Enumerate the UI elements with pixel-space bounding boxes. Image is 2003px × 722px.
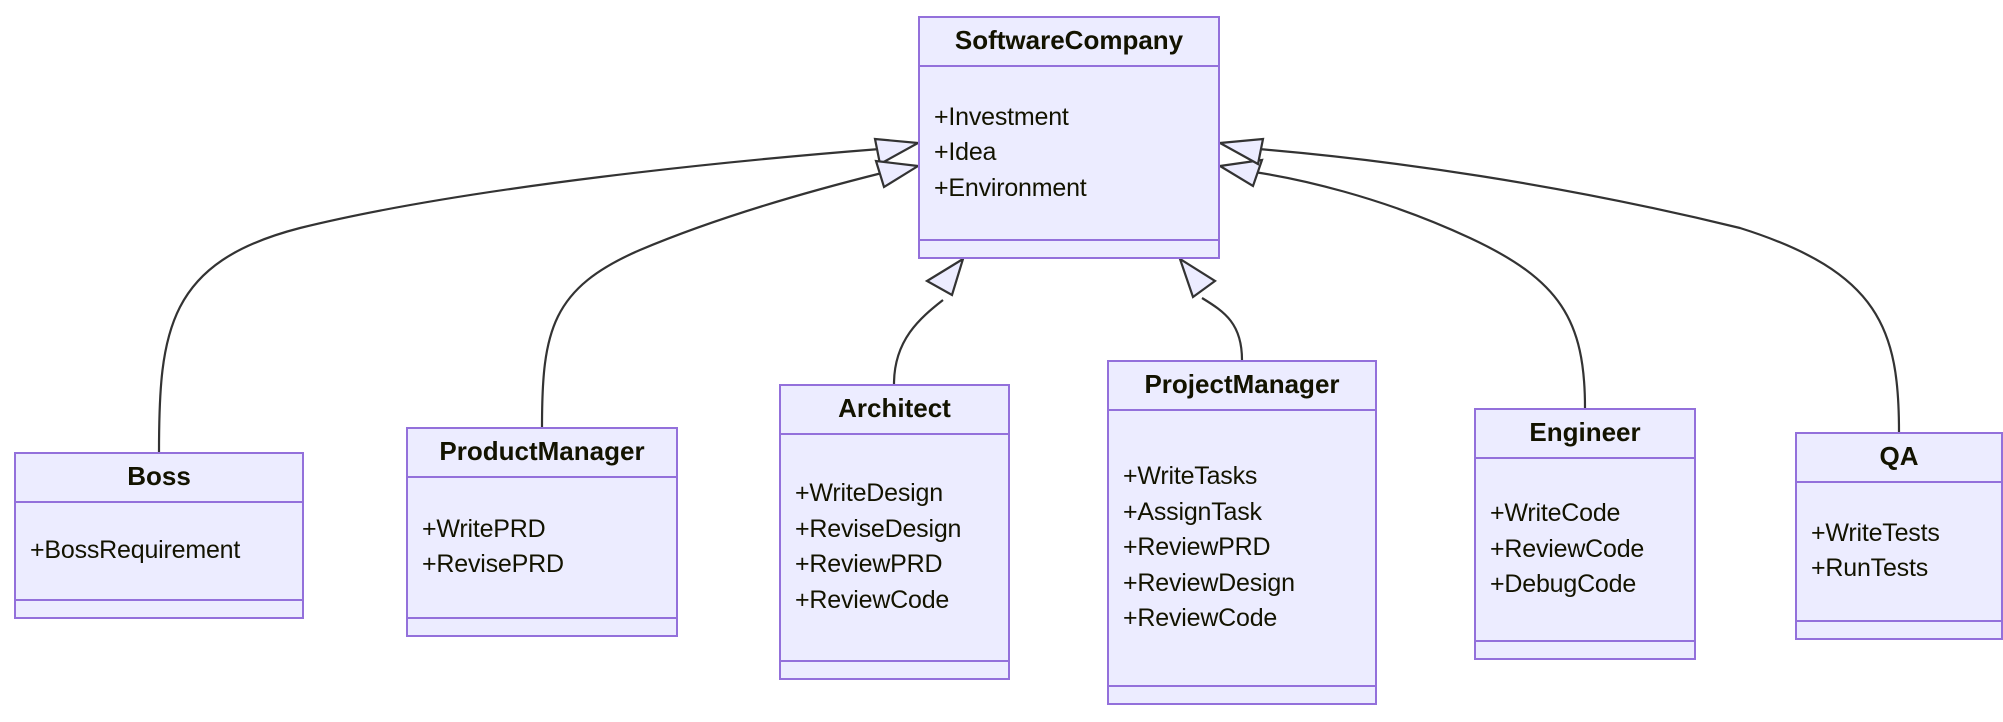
class-title-architect: Architect xyxy=(781,386,1008,435)
class-attributes-architect: +WriteDesign +ReviseDesign +ReviewPRD +R… xyxy=(781,435,1008,662)
class-methods-software-company xyxy=(920,241,1218,257)
class-attribute: +ReviewPRD xyxy=(795,550,943,579)
class-attributes-qa: +WriteTests +RunTests xyxy=(1797,483,2001,622)
class-node-architect[interactable]: Architect +WriteDesign +ReviseDesign +Re… xyxy=(779,384,1010,680)
class-attribute: +WriteTasks xyxy=(1123,462,1258,491)
class-attribute: +WriteDesign xyxy=(795,479,943,508)
edge-boss-to-softwarecompany xyxy=(157,147,881,453)
edge-architect-to-softwarecompany xyxy=(892,299,944,385)
class-attribute: +ReviewDesign xyxy=(1123,568,1295,597)
class-node-qa[interactable]: QA +WriteTests +RunTests xyxy=(1795,432,2003,640)
arrowhead-projectmanager xyxy=(1177,256,1217,299)
class-title-project-manager: ProjectManager xyxy=(1109,362,1375,411)
class-title-software-company: SoftwareCompany xyxy=(920,18,1218,67)
class-methods-qa xyxy=(1797,622,2001,638)
class-attribute: +AssignTask xyxy=(1123,497,1262,526)
class-attribute: +ReviewCode xyxy=(1123,604,1278,633)
class-attribute: +Idea xyxy=(934,138,997,167)
class-attribute: +ReviewPRD xyxy=(1123,533,1271,562)
class-methods-engineer xyxy=(1476,642,1694,658)
class-attribute: +ReviseDesign xyxy=(795,514,962,543)
class-title-qa: QA xyxy=(1797,434,2001,483)
class-attribute: +ReviewCode xyxy=(795,585,950,614)
arrowhead-qa xyxy=(1216,137,1265,166)
edge-projectmanager-to-softwarecompany xyxy=(1201,297,1244,361)
class-attribute: +RevisePRD xyxy=(422,550,564,579)
class-attribute: +BossRequirement xyxy=(30,536,241,565)
class-node-engineer[interactable]: Engineer +WriteCode +ReviewCode +DebugCo… xyxy=(1474,408,1696,660)
class-attribute: +DebugCode xyxy=(1490,570,1637,599)
class-attributes-boss: +BossRequirement xyxy=(16,503,302,601)
class-methods-project-manager xyxy=(1109,687,1375,703)
class-attribute: +Investment xyxy=(934,102,1069,131)
class-attribute: +WritePRD xyxy=(422,514,546,543)
class-attributes-software-company: +Investment +Idea +Environment xyxy=(920,67,1218,241)
class-node-boss[interactable]: Boss +BossRequirement xyxy=(14,452,304,619)
class-title-product-manager: ProductManager xyxy=(408,429,676,478)
class-attributes-project-manager: +WriteTasks +AssignTask +ReviewPRD +Revi… xyxy=(1109,411,1375,687)
class-title-boss: Boss xyxy=(16,454,302,503)
class-attribute: +Environment xyxy=(934,173,1087,202)
arrowhead-architect xyxy=(924,256,965,297)
class-attribute: +ReviewCode xyxy=(1490,534,1645,563)
class-attribute: +WriteTests xyxy=(1811,518,1940,547)
class-attribute: +WriteCode xyxy=(1490,499,1621,528)
class-attributes-engineer: +WriteCode +ReviewCode +DebugCode xyxy=(1476,459,1694,642)
class-title-engineer: Engineer xyxy=(1476,410,1694,459)
class-methods-product-manager xyxy=(408,619,676,635)
class-node-project-manager[interactable]: ProjectManager +WriteTasks +AssignTask +… xyxy=(1107,360,1377,705)
class-methods-boss xyxy=(16,601,302,617)
class-attribute: +RunTests xyxy=(1811,554,1929,583)
class-methods-architect xyxy=(781,662,1008,678)
class-node-product-manager[interactable]: ProductManager +WritePRD +RevisePRD xyxy=(406,427,678,637)
arrowhead-engineer xyxy=(1216,158,1264,188)
arrowhead-boss xyxy=(873,137,922,166)
class-node-software-company[interactable]: SoftwareCompany +Investment +Idea +Envir… xyxy=(918,16,1220,259)
class-attributes-product-manager: +WritePRD +RevisePRD xyxy=(408,478,676,619)
arrowhead-productmanager xyxy=(874,159,922,189)
